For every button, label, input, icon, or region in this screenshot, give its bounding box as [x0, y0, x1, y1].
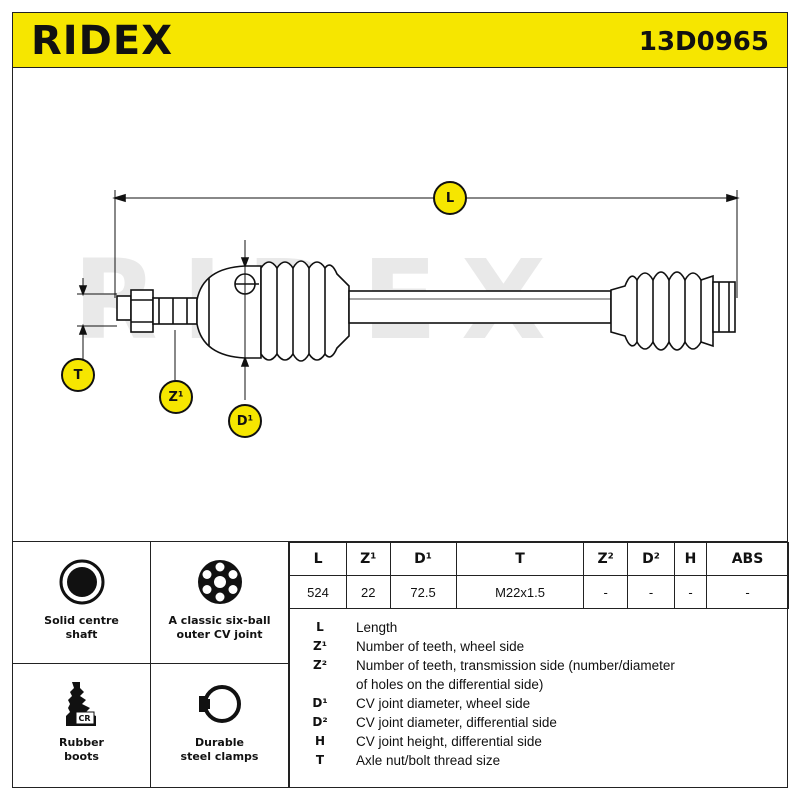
- specs-section: Solid centre shaft A classic six-ball ou…: [12, 542, 789, 788]
- legend-row: D² CV joint diameter, differential side: [290, 713, 790, 732]
- legend-desc: CV joint height, differential side: [356, 734, 542, 749]
- spec-value-z1: 22: [346, 575, 391, 609]
- spec-legend: L Length Z¹ Number of teeth, wheel side …: [289, 608, 789, 788]
- spec-value-l: 524: [288, 575, 348, 609]
- solid-shaft-icon: [58, 554, 106, 610]
- brand-logo: RIDEX: [31, 18, 174, 64]
- feature-label-line1: Durable: [195, 736, 244, 749]
- spec-value-t: M22x1.5: [455, 575, 585, 609]
- feature-six-ball-joint: A classic six-ball outer CV joint: [151, 542, 289, 664]
- legend-desc: Length: [356, 620, 398, 635]
- legend-key: D²: [312, 715, 328, 729]
- boot-material-label: CR: [78, 714, 91, 723]
- spec-header-l: L: [288, 542, 348, 576]
- spec-header-h: H: [674, 542, 708, 576]
- spec-header-d2: D²: [626, 542, 676, 576]
- callout-d1: D¹: [228, 404, 262, 438]
- header-bar: RIDEX 13D0965: [12, 12, 788, 68]
- legend-key: T: [315, 753, 325, 767]
- spec-value-abs: -: [706, 575, 789, 609]
- feature-solid-shaft: Solid centre shaft: [13, 542, 151, 664]
- spec-value-d2: -: [626, 575, 676, 609]
- feature-label-line2: outer CV joint: [176, 628, 263, 641]
- callout-z1: Z¹: [159, 380, 193, 414]
- feature-rubber-boots: CR Rubber boots: [13, 664, 151, 788]
- feature-label-line1: A classic six-ball: [168, 614, 271, 627]
- feature-steel-clamps: Durable steel clamps: [151, 664, 289, 788]
- spec-table: L Z¹ D¹ T Z² D² H ABS 524 22 72.5 M22x1.…: [288, 542, 789, 609]
- legend-key: D¹: [312, 696, 328, 710]
- legend-row: Z² Number of teeth, transmission side (n…: [290, 656, 790, 675]
- technical-drawing: RIDEX: [12, 68, 788, 542]
- legend-key: L: [316, 620, 324, 634]
- feature-label-line2: steel clamps: [180, 750, 259, 763]
- feature-label-line2: shaft: [65, 628, 98, 641]
- drive-shaft-drawing: [77, 190, 740, 400]
- legend-key: Z²: [313, 658, 327, 672]
- legend-row: of holes on the differential side): [290, 675, 790, 694]
- legend-key: Z¹: [313, 639, 327, 653]
- spec-header-z1: Z¹: [346, 542, 391, 576]
- six-ball-joint-icon: [196, 554, 244, 610]
- feature-label-line1: Rubber: [59, 736, 104, 749]
- legend-key: [290, 675, 350, 694]
- part-number: 13D0965: [638, 27, 769, 57]
- legend-row: L Length: [290, 618, 790, 637]
- feature-label-line2: boots: [64, 750, 99, 763]
- spec-value-row: 524 22 72.5 M22x1.5 - - - -: [288, 575, 789, 609]
- spec-value-d1: 72.5: [389, 575, 457, 609]
- legend-desc: Axle nut/bolt thread size: [356, 753, 501, 768]
- spec-header-d1: D¹: [389, 542, 457, 576]
- legend-key: H: [314, 734, 326, 748]
- legend-desc: CV joint diameter, differential side: [356, 715, 557, 730]
- legend-desc: Number of teeth, wheel side: [356, 639, 525, 654]
- spec-header-row: L Z¹ D¹ T Z² D² H ABS: [288, 542, 789, 576]
- feature-label-line1: Solid centre: [44, 614, 119, 627]
- callout-l: L: [433, 181, 467, 215]
- legend-desc: of holes on the differential side): [356, 677, 544, 692]
- spec-header-z2: Z²: [583, 542, 628, 576]
- callout-t: T: [61, 358, 95, 392]
- legend-desc: CV joint diameter, wheel side: [356, 696, 531, 711]
- spec-header-abs: ABS: [706, 542, 789, 576]
- steel-clamp-icon: [195, 676, 245, 732]
- legend-row: Z¹ Number of teeth, wheel side: [290, 637, 790, 656]
- spec-value-h: -: [674, 575, 708, 609]
- legend-desc: Number of teeth, transmission side (numb…: [356, 658, 675, 673]
- rubber-boot-icon: CR: [58, 676, 106, 732]
- spec-header-t: T: [455, 542, 585, 576]
- spec-value-z2: -: [583, 575, 628, 609]
- legend-row: D¹ CV joint diameter, wheel side: [290, 694, 790, 713]
- legend-row: H CV joint height, differential side: [290, 732, 790, 751]
- legend-row: T Axle nut/bolt thread size: [290, 751, 790, 770]
